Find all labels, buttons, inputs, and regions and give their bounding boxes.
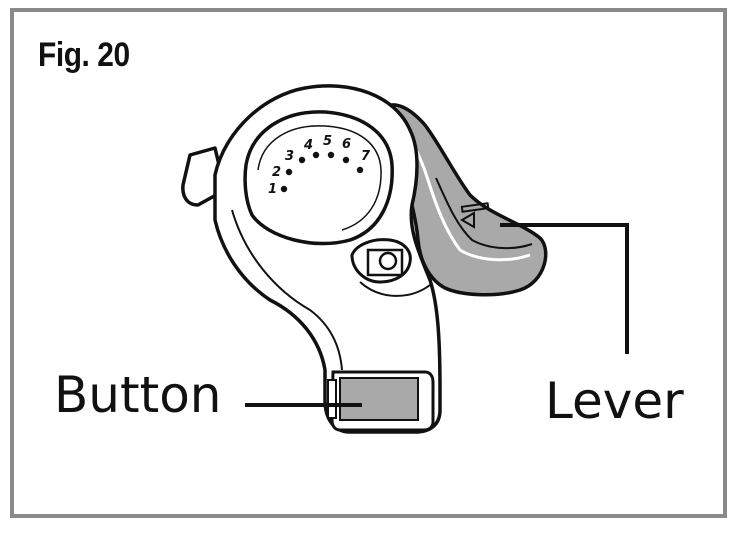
shifter-body	[181, 84, 442, 434]
lever-leader-line	[500, 223, 629, 354]
figure-title: Fig. 20	[38, 36, 130, 74]
gear-dot	[356, 166, 364, 174]
gear-dot	[342, 156, 350, 164]
gear-number: 5	[323, 134, 332, 149]
gear-number: 1	[268, 182, 277, 197]
button-label: Button	[54, 366, 222, 424]
gear-number: 6	[342, 137, 351, 152]
shift-button	[327, 370, 435, 432]
lever-label: Lever	[545, 372, 684, 430]
lever-arrow-icon	[460, 211, 475, 229]
gear-number: 7	[361, 149, 371, 164]
gear-dot	[327, 151, 335, 159]
gear-dot	[298, 156, 306, 164]
gear-indicator: 1 2 3 4 5 6 7	[268, 134, 371, 197]
gear-number: 2	[272, 165, 281, 180]
gear-dot	[285, 168, 293, 176]
gear-number: 4	[303, 138, 313, 153]
gear-dot	[312, 151, 320, 159]
gear-dot	[280, 185, 288, 193]
gear-number: 3	[285, 149, 294, 164]
